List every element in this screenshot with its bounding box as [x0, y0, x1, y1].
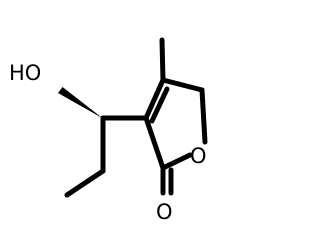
bond-o1-c2 — [160, 152, 193, 171]
carbonyl-oxygen-label: O — [156, 200, 173, 224]
bond-c3-c4-double — [149, 86, 170, 124]
bond-c2-c3 — [143, 115, 166, 171]
bond-c3-c4 — [143, 77, 166, 121]
stereo-wedge-bond — [58, 87, 103, 119]
bond-ch2-ch3 — [64, 168, 106, 198]
bond-c5-o1 — [199, 87, 208, 145]
bond-c4-c5 — [160, 77, 205, 93]
bond-c4-methyl — [159, 37, 166, 83]
chemical-structure: HO O O — [9, 37, 208, 224]
ring-oxygen-label: O — [190, 144, 207, 168]
hydroxyl-label: HO — [9, 61, 41, 85]
